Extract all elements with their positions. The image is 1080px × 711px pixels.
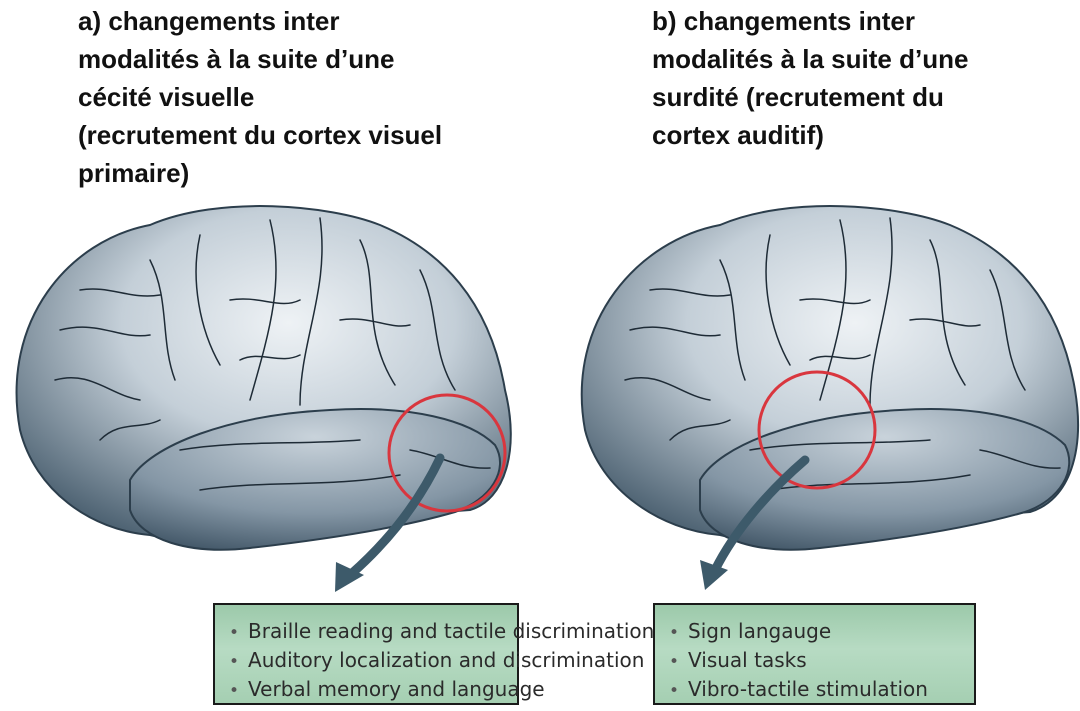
panel-a-effects-box: Braille reading and tactile discriminati… bbox=[213, 603, 519, 705]
panel-b-effects-box: Sign langauge Visual tasks Vibro-tactile… bbox=[653, 603, 976, 705]
list-item: Visual tasks bbox=[669, 646, 974, 675]
list-item: Auditory localization and discrimination bbox=[229, 646, 517, 675]
panel-a-effects-list: Braille reading and tactile discriminati… bbox=[215, 605, 517, 704]
list-item: Verbal memory and language bbox=[229, 675, 517, 704]
brain-a-illustration bbox=[17, 206, 511, 592]
brain-b-illustration bbox=[582, 206, 1078, 590]
list-item: Braille reading and tactile discriminati… bbox=[229, 617, 517, 646]
list-item: Sign langauge bbox=[669, 617, 974, 646]
panel-b-effects-list: Sign langauge Visual tasks Vibro-tactile… bbox=[655, 605, 974, 704]
list-item: Vibro-tactile stimulation bbox=[669, 675, 974, 704]
